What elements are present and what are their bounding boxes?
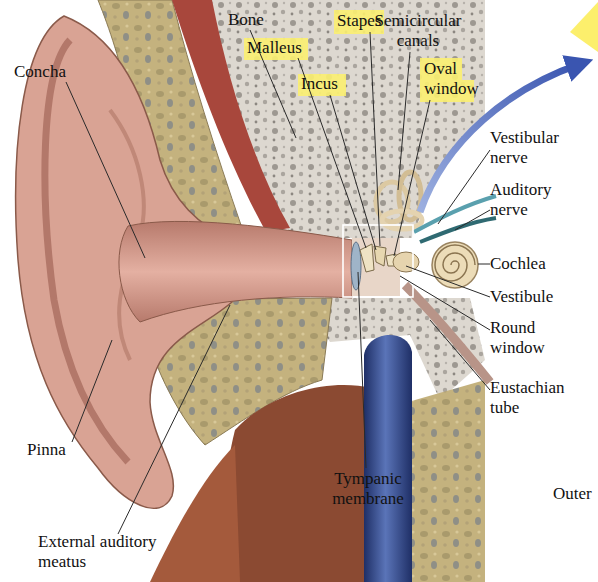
part-label: Oval window bbox=[424, 59, 484, 99]
part-label: Malleus bbox=[247, 38, 302, 58]
inset-frame bbox=[343, 225, 413, 297]
leader-line bbox=[400, 276, 490, 330]
temporal-bone bbox=[205, 0, 485, 238]
blood-vessel bbox=[364, 335, 412, 582]
leader-line bbox=[406, 266, 490, 297]
leader-line bbox=[72, 340, 112, 442]
part-label: Pinna bbox=[27, 440, 66, 460]
leader-line bbox=[330, 95, 376, 250]
leader-line bbox=[358, 272, 366, 468]
part-label: Vestibule bbox=[490, 287, 553, 307]
leader-line bbox=[370, 32, 380, 246]
part-label: Semicircular canals bbox=[372, 11, 464, 51]
leader-line bbox=[394, 100, 430, 256]
leader-line bbox=[455, 210, 490, 230]
cochlea-spiral bbox=[435, 245, 475, 281]
part-label: Bone bbox=[228, 10, 264, 30]
highlighter-mark bbox=[570, 2, 598, 52]
part-label: External auditory meatus bbox=[38, 532, 178, 572]
part-label: Concha bbox=[14, 62, 66, 82]
highlighter-mark bbox=[298, 74, 346, 96]
part-label: Incus bbox=[301, 74, 338, 94]
eustachian-tube bbox=[405, 285, 490, 382]
part-label: Round window bbox=[490, 318, 575, 358]
leader-line bbox=[478, 264, 490, 265]
leader-lines bbox=[66, 30, 490, 534]
soft-tissue bbox=[408, 380, 485, 582]
leader-line bbox=[438, 150, 490, 224]
nerve-bundle bbox=[420, 218, 496, 242]
helix-fold bbox=[45, 40, 128, 462]
highlighter-mark bbox=[244, 38, 308, 60]
leader-line bbox=[66, 82, 145, 258]
part-label: Auditory nerve bbox=[490, 180, 575, 220]
ossicle bbox=[360, 244, 374, 272]
part-label: Eustachian tube bbox=[490, 378, 590, 418]
cochlea-shape bbox=[432, 242, 478, 288]
part-label: Tympanic membrane bbox=[322, 469, 414, 509]
part-label: Outer bbox=[553, 484, 592, 504]
part-label: Vestibular nerve bbox=[490, 128, 582, 168]
ear-canal bbox=[119, 221, 352, 322]
eardrum bbox=[351, 242, 361, 290]
leader-line bbox=[298, 58, 366, 248]
muscle-band bbox=[172, 0, 290, 232]
leader-line bbox=[398, 52, 410, 190]
leader-line bbox=[118, 305, 230, 534]
middle-ear bbox=[352, 238, 400, 296]
part-label: Cochlea bbox=[490, 254, 546, 274]
leader-line bbox=[430, 320, 490, 390]
